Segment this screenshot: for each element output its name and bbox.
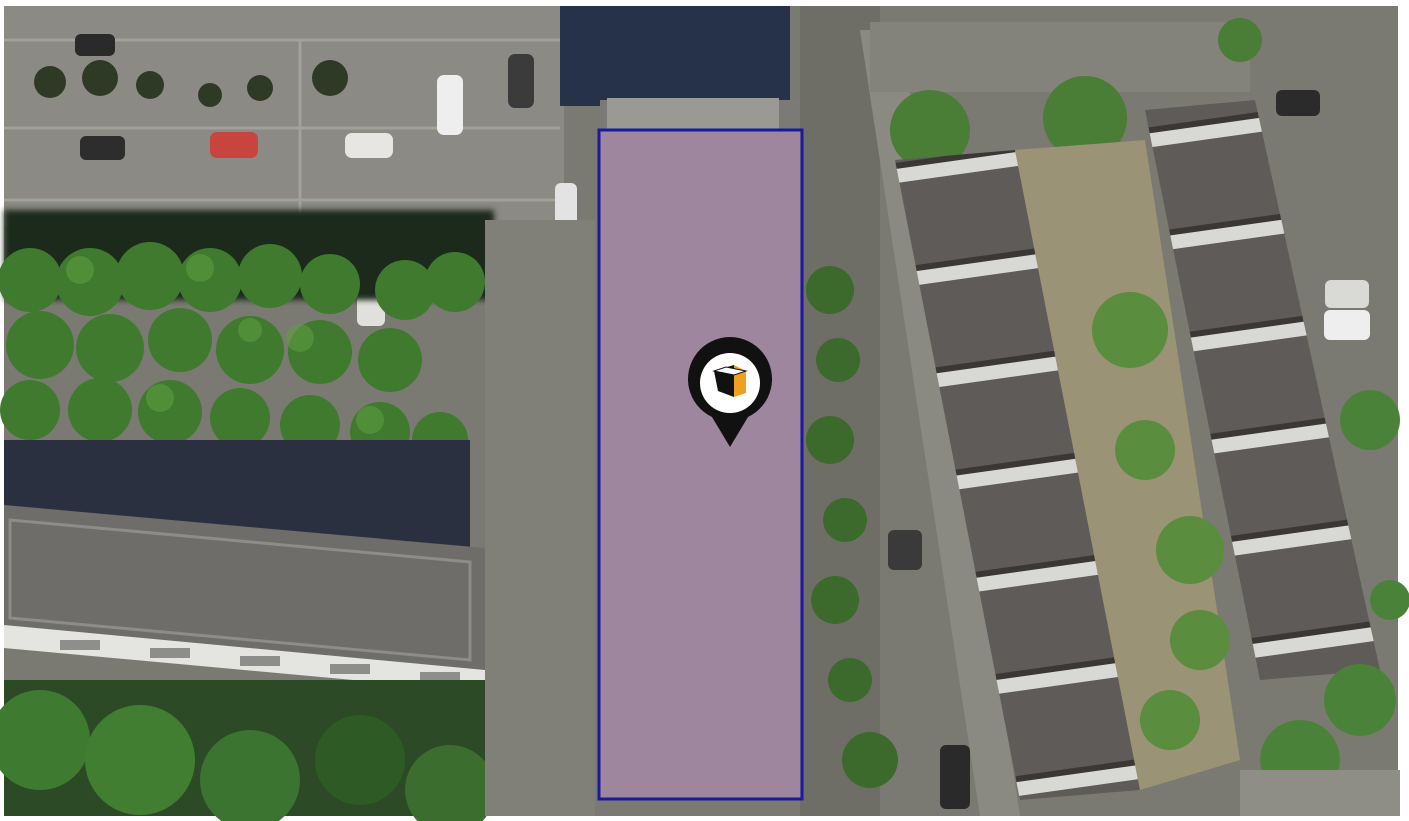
selected-building-outline[interactable] [597,128,804,801]
bottom-left-trees [0,680,524,821]
road [485,220,595,816]
building-cube-icon [712,365,748,397]
row-houses-east [1145,100,1380,680]
lot-trees [34,60,348,107]
building-shadow-top [560,6,790,106]
left-building [4,505,485,692]
location-marker[interactable] [688,337,772,447]
hedge-trees [806,266,898,788]
row-houses-west [895,150,1140,800]
right-street [860,30,1020,816]
